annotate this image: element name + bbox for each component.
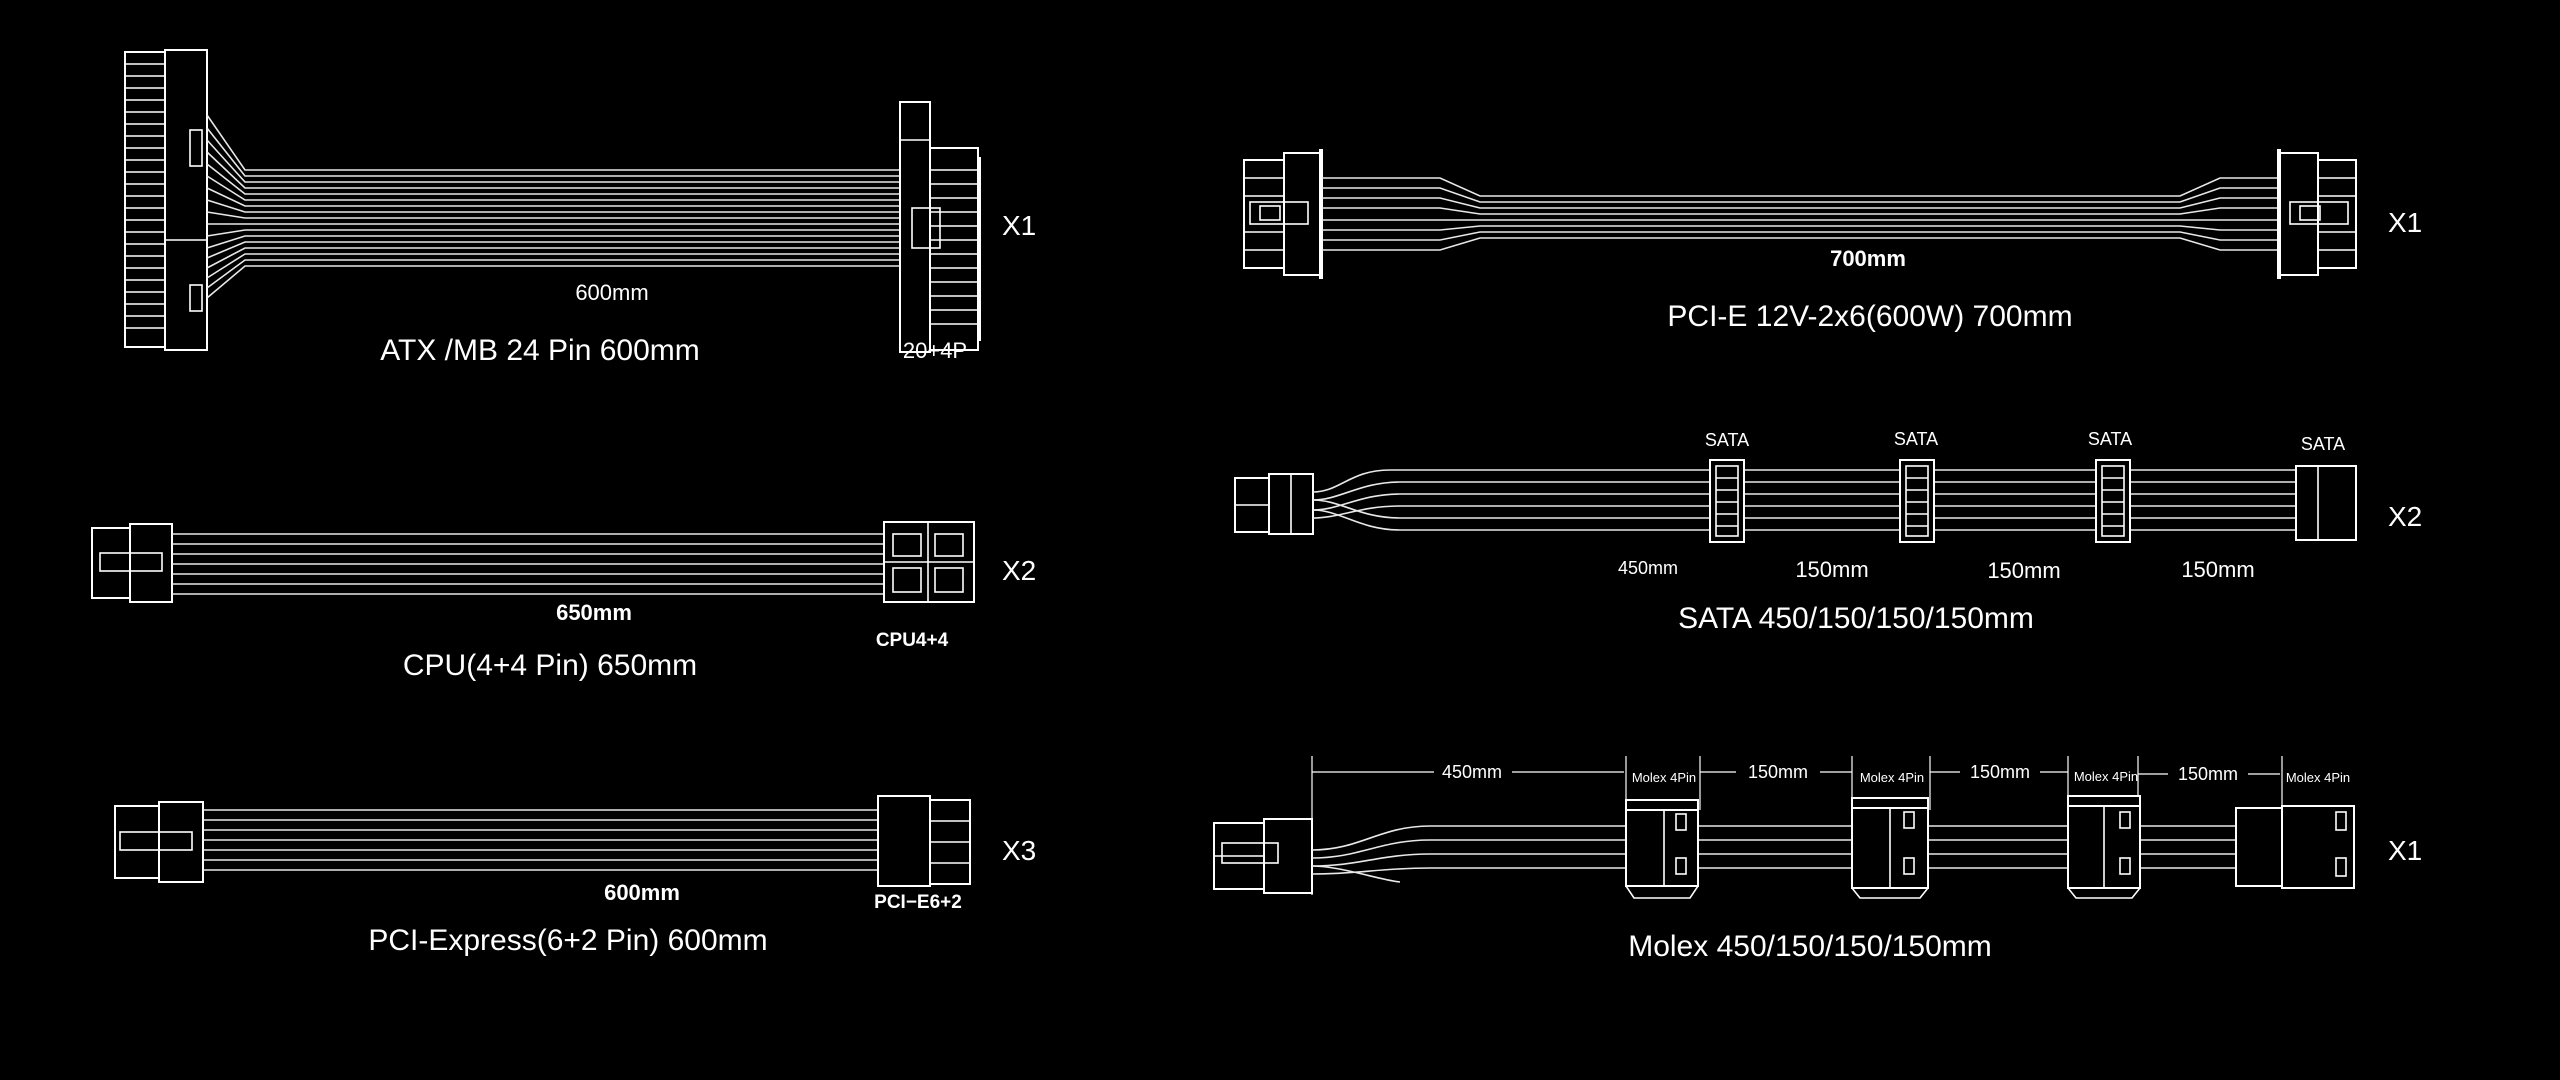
12v2x6-left-connector [1243,149,1323,279]
molex-segment-2: 150mm [1748,762,1808,782]
sata-segment-1: 450mm [1618,558,1678,578]
sata-cable: SATA SATA SATA SATA 450mm 150mm 150mm 15… [1234,429,2422,635]
pcie-wires [203,809,878,871]
molex-segment-1: 450mm [1442,762,1502,782]
sata-connector-4 [2295,465,2357,541]
atx-length-label: 600mm [575,280,648,305]
pcie-length-label: 600mm [604,880,680,905]
molex-label-2: Molex 4Pin [1860,770,1924,785]
pcie-quantity: X3 [1002,835,1036,866]
molex-segment-4: 150mm [2178,764,2238,784]
molex-label-4: Molex 4Pin [2286,770,2350,785]
molex-label-1: Molex 4Pin [1632,770,1696,785]
atx-left-connector [124,49,208,351]
pcie-12v2x6-cable: 700mm X1 PCI-E 12V-2x6(600W) 700mm [1243,149,2422,333]
pcie-left-connector [114,801,204,883]
12v2x6-wires [1322,177,2280,251]
12v2x6-title: PCI-E 12V-2x6(600W) 700mm [1667,300,2072,333]
pcie-connector-label: PCI−E6+2 [874,892,962,913]
sata-segment-3: 150mm [1987,558,2060,583]
molex-connector-1 [1625,799,1699,899]
sata-segment-4: 150mm [2181,557,2254,582]
cpu-right-connector [883,521,975,603]
molex-title: Molex 450/150/150/150mm [1628,930,1992,963]
molex-pcie-connector [1213,818,1313,894]
sata-wires [1312,469,2300,531]
atx-title: ATX /MB 24 Pin 600mm [380,334,700,367]
atx-24pin-cable: 600mm 20+4P X1 ATX /MB 24 Pin 600mm [124,49,1036,367]
molex-segment-3: 150mm [1970,762,2030,782]
cpu-left-connector [91,523,173,603]
cpu-quantity: X2 [1002,555,1036,586]
sata-connector-2 [1899,459,1935,543]
sata-pcie-connector [1234,473,1314,535]
molex-connector-3 [2067,795,2141,899]
12v2x6-length-label: 700mm [1830,246,1906,271]
sata-quantity: X2 [2388,501,2422,532]
sata-label-4: SATA [2301,434,2345,454]
sata-label-2: SATA [1894,429,1938,449]
sata-label-3: SATA [2088,429,2132,449]
cpu-wires [172,533,884,595]
12v2x6-right-connector [2277,149,2357,279]
molex-connector-2 [1851,797,1929,899]
cpu-connector-label: CPU4+4 [876,630,949,651]
molex-wires [1311,825,2286,883]
atx-right-connector [899,101,981,353]
pcie-title: PCI-Express(6+2 Pin) 600mm [368,924,767,957]
atx-connector-label: 20+4P [903,338,967,363]
molex-cable: Molex 4Pin Molex 4Pin Molex 4Pin Molex 4… [1213,756,2422,963]
sata-connector-3 [2095,459,2131,543]
molex-connector-4 [2235,805,2355,889]
atx-quantity: X1 [1002,210,1036,241]
sata-segment-2: 150mm [1795,557,1868,582]
cpu-title: CPU(4+4 Pin) 650mm [403,649,697,682]
molex-label-3: Molex 4Pin [2074,769,2138,784]
cpu-cable: 650mm CPU4+4 X2 CPU(4+4 Pin) 650mm [91,521,1036,682]
pcie-right-connector [877,795,971,887]
sata-title: SATA 450/150/150/150mm [1678,602,2034,635]
cpu-length-label: 650mm [556,600,632,625]
pcie-6plus2-cable: 600mm PCI−E6+2 X3 PCI-Express(6+2 Pin) 6… [114,795,1036,957]
sata-connector-1 [1709,459,1745,543]
12v2x6-quantity: X1 [2388,207,2422,238]
atx-wires [206,114,900,299]
molex-quantity: X1 [2388,835,2422,866]
sata-label-1: SATA [1705,430,1749,450]
